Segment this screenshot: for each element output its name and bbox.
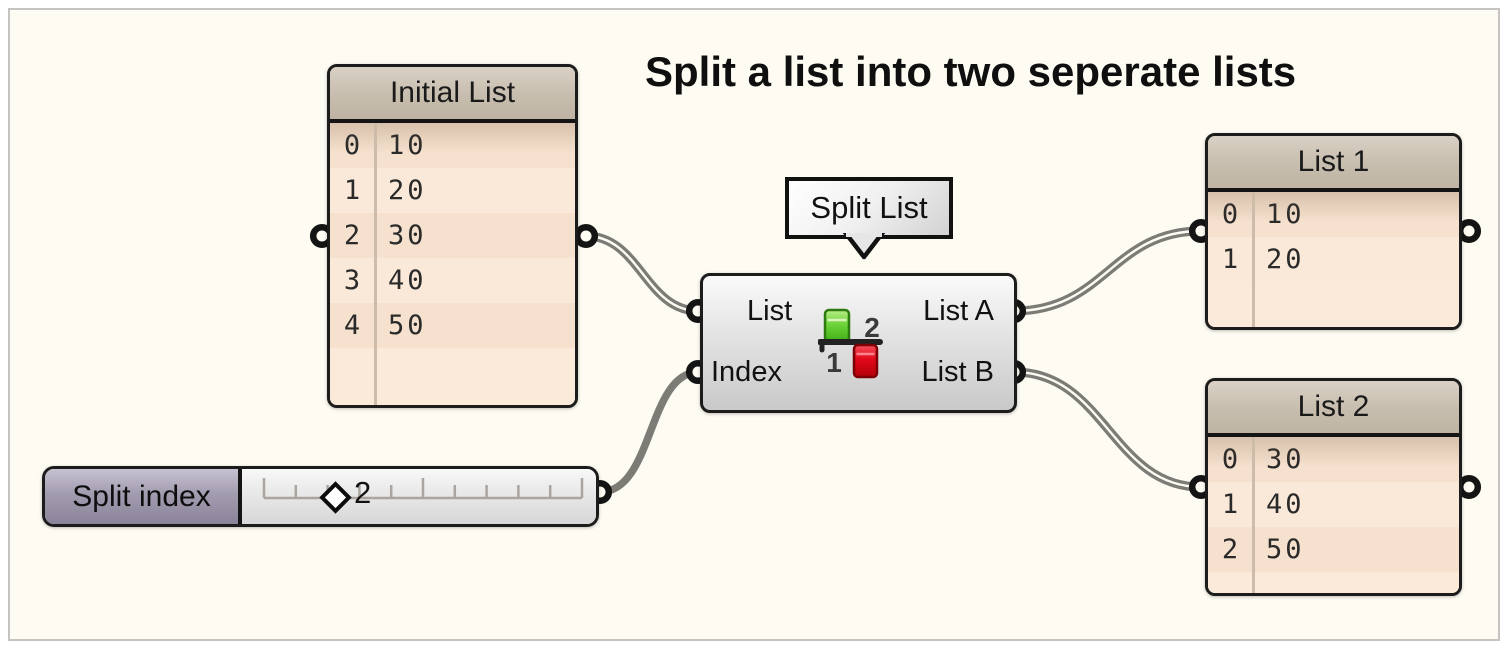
slider-name-label[interactable]: Split index [45, 469, 242, 524]
row-index: 2 [343, 220, 361, 251]
output-port-lista[interactable]: List A [923, 295, 994, 327]
row-value: 50 [1266, 534, 1305, 565]
row-value: 30 [388, 220, 427, 251]
panel-initial-list[interactable]: Initial List 0 10 1 20 2 30 3 40 4 50 [327, 64, 578, 408]
row-value: 40 [1266, 489, 1305, 520]
panel-initial-list-header: Initial List [330, 67, 575, 123]
row-index: 4 [343, 310, 361, 341]
panel-initial-list-body: 0 10 1 20 2 30 3 40 4 50 [330, 123, 575, 405]
row-index: 3 [343, 265, 361, 296]
row-value: 50 [388, 310, 427, 341]
row-value: 30 [1266, 444, 1305, 475]
grip-list2-output[interactable] [1456, 474, 1482, 500]
canvas-title: Split a list into two seperate lists [645, 48, 1297, 95]
row-value: 20 [1266, 244, 1305, 275]
row-value: 10 [1266, 199, 1305, 230]
row-index: 1 [1221, 244, 1239, 275]
slider-track[interactable]: 2 [242, 469, 596, 524]
panel-list1[interactable]: List 1 0 10 1 20 [1205, 133, 1462, 330]
wire-lista-to-list1-core [1012, 229, 1203, 313]
grip-list1-output[interactable] [1456, 218, 1482, 244]
output-port-listb[interactable]: List B [921, 356, 994, 388]
row-value: 20 [388, 175, 427, 206]
list-item: 1 40 [1208, 482, 1459, 527]
row-index: 1 [343, 175, 361, 206]
list-item: 0 30 [1208, 437, 1459, 482]
list-item: 0 10 [330, 123, 575, 168]
split-index-slider[interactable]: Split index 2 [42, 466, 599, 527]
grip-initial-output[interactable] [573, 223, 599, 249]
input-port-list[interactable]: List [747, 295, 793, 327]
list-item: 2 50 [1208, 527, 1459, 572]
split-list-icon: 2 1 [818, 308, 883, 379]
list-item: 0 10 [1208, 192, 1459, 237]
panel-list1-header: List 1 [1208, 136, 1459, 192]
icon-number-bottom: 1 [826, 347, 842, 378]
row-index: 1 [1221, 489, 1239, 520]
wire-initial-to-list-core [584, 234, 701, 313]
panel-list2[interactable]: List 2 0 30 1 40 2 50 [1205, 378, 1462, 596]
list-item: 4 50 [330, 303, 575, 348]
index-column-divider [374, 123, 377, 405]
row-value: 10 [388, 130, 427, 161]
row-value: 40 [388, 265, 427, 296]
list-item: 2 30 [330, 213, 575, 258]
panel-list1-body: 0 10 1 20 [1208, 192, 1459, 327]
component-tooltip: Split List [785, 177, 953, 239]
list-item: 1 20 [1208, 237, 1459, 282]
tooltip-label: Split List [810, 190, 928, 225]
input-port-index[interactable]: Index [711, 356, 782, 388]
wire-slider-to-index[interactable] [596, 368, 703, 496]
split-list-component[interactable]: List Index List A List B 2 1 [700, 273, 1017, 413]
row-index: 2 [1221, 534, 1239, 565]
index-column-divider [1252, 192, 1255, 327]
row-index: 0 [1221, 199, 1239, 230]
panel-list2-body: 0 30 1 40 2 50 [1208, 437, 1459, 593]
row-index: 0 [343, 130, 361, 161]
slider-ruler [262, 478, 584, 500]
wire-listb-to-list2-core [1012, 370, 1203, 489]
tooltip-tail [842, 233, 886, 260]
icon-number-top: 2 [864, 312, 880, 343]
list-item: 3 40 [330, 258, 575, 303]
slider-value: 2 [354, 475, 372, 510]
list-item: 1 20 [330, 168, 575, 213]
panel-list2-header: List 2 [1208, 381, 1459, 437]
row-index: 0 [1221, 444, 1239, 475]
index-column-divider [1252, 437, 1255, 593]
